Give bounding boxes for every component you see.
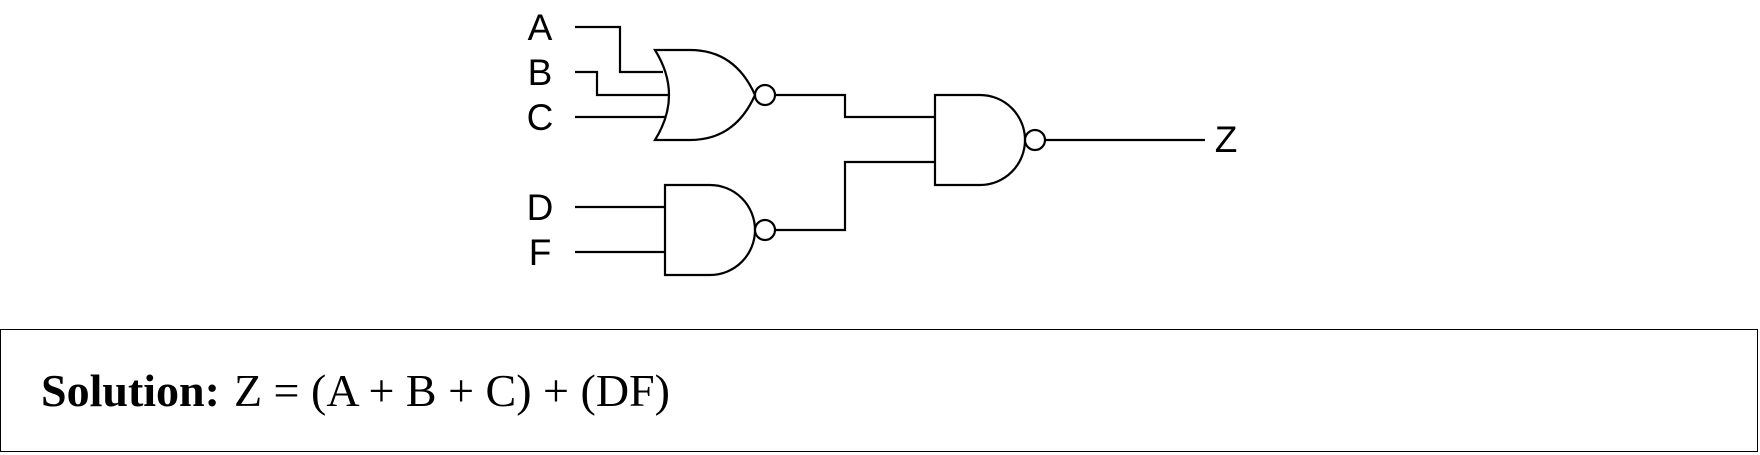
nand-gate-lower-body: [663, 183, 757, 277]
nor-gate-output-bubble: [753, 83, 777, 107]
nand-gate-lower-output-bubble: [753, 218, 777, 242]
input-label-d: D: [527, 187, 554, 228]
input-label-b: B: [528, 52, 553, 93]
solution-expression: Z = (A + B + C) + (DF): [233, 365, 670, 416]
nand-gate-output-body: [933, 93, 1027, 187]
wire-a: [575, 25, 663, 74]
wire-nor-to-nand: [775, 93, 935, 119]
solution-box: Solution: Z = (A + B + C) + (DF): [0, 329, 1758, 452]
output-label-z: Z: [1215, 119, 1238, 160]
input-label-c: C: [527, 97, 554, 138]
wire-nand-to-nand: [775, 160, 935, 232]
nand-gate-output-bubble: [1023, 128, 1047, 152]
nor-gate-body: [653, 48, 757, 142]
wire-b: [575, 70, 670, 97]
solution-label: Solution:: [41, 365, 220, 416]
solution-line: Solution: Z = (A + B + C) + (DF): [41, 363, 670, 418]
input-label-f: F: [529, 232, 552, 273]
logic-circuit-diagram: A B C D F Z: [527, 7, 1238, 277]
input-label-a: A: [528, 7, 553, 48]
